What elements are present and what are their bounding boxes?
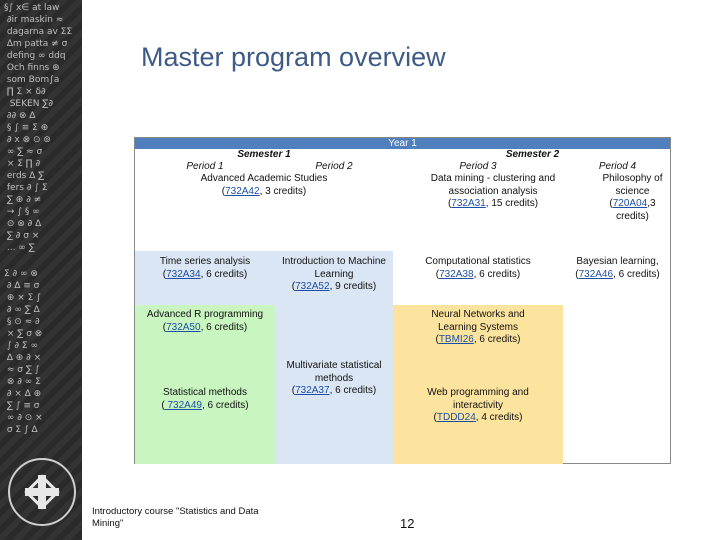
- course-code-link[interactable]: 732A42: [225, 185, 260, 197]
- course-code-link[interactable]: TDDD24: [436, 412, 476, 423]
- period1-green-bg: [135, 305, 275, 464]
- course-code-link[interactable]: 732A38: [439, 268, 474, 280]
- page-number: 12: [400, 516, 415, 531]
- period1-header: Period 1: [186, 161, 224, 172]
- chalk-doodles: §∫ x∈ at law ∂ir maskin ≈ dagarna av ΣΣ …: [4, 3, 73, 253]
- course-time-series: Time series analysis (732A34, 6 credits): [159, 256, 251, 280]
- course-advanced-r: Advanced R programming (732A50, 6 credit…: [146, 309, 264, 333]
- period4-header: Period 4: [598, 161, 637, 172]
- university-seal-logo: [8, 458, 76, 526]
- course-code-link[interactable]: 732A46: [578, 268, 614, 280]
- semester2-header: Semester 2: [505, 149, 560, 160]
- course-neural-nets: Neural Networks and Learning Systems (TB…: [431, 309, 525, 345]
- course-bayesian: Bayesian learning, (732A46, 6 credits): [575, 256, 660, 280]
- period3-yellow-bg: [393, 305, 563, 464]
- course-data-mining: Data mining - clustering and association…: [430, 173, 556, 209]
- course-philosophy: Philosophy of science (720A04,3 credits): [602, 173, 663, 222]
- course-stat-methods: Statistical methods ( 732A49, 6 credits): [161, 387, 249, 411]
- course-code-link[interactable]: 720A04: [612, 198, 648, 209]
- course-comp-stats: Computational statistics (732A38, 6 cred…: [425, 256, 531, 280]
- program-table: Year 1 Semester 1 Semester 2 Period 1 Pe…: [134, 137, 671, 464]
- year-header: Year 1: [135, 138, 670, 149]
- chalkboard-sidebar: §∫ x∈ at law ∂ir maskin ≈ dagarna av ΣΣ …: [0, 0, 82, 540]
- course-code-link[interactable]: 732A49: [164, 399, 202, 411]
- course-advanced-academic: Advanced Academic Studies (732A42, 3 cre…: [200, 173, 328, 197]
- period2-header: Period 2: [315, 161, 353, 172]
- chalk-doodles-lower: Σ ∂ ∞ ⊗ ∂ ∆ ≡ σ ⊕ × Σ ∫ ∂ ∞ ∑ ∆ § ⊙ ≈ ∂ …: [4, 269, 43, 435]
- course-code-link[interactable]: 732A50: [166, 321, 201, 333]
- course-code-link[interactable]: TBMI26: [438, 334, 474, 345]
- period3-header: Period 3: [459, 161, 497, 172]
- course-code-link[interactable]: 732A31: [451, 198, 486, 209]
- semester1-header: Semester 1: [237, 149, 291, 160]
- course-web-prog: Web programming and interactivity (TDDD2…: [427, 387, 529, 423]
- course-code-link[interactable]: 732A52: [295, 281, 330, 292]
- course-multivariate: Multivariate statistical methods (732A37…: [286, 360, 382, 396]
- course-intro-ml: Introduction to Machine Learning (732A52…: [282, 256, 386, 292]
- course-code-link[interactable]: 732A34: [166, 268, 201, 280]
- footnote: Introductory course "Statistics and Data…: [92, 506, 259, 529]
- course-code-link[interactable]: 732A37: [295, 385, 330, 396]
- slide-title: Master program overview: [141, 42, 446, 72]
